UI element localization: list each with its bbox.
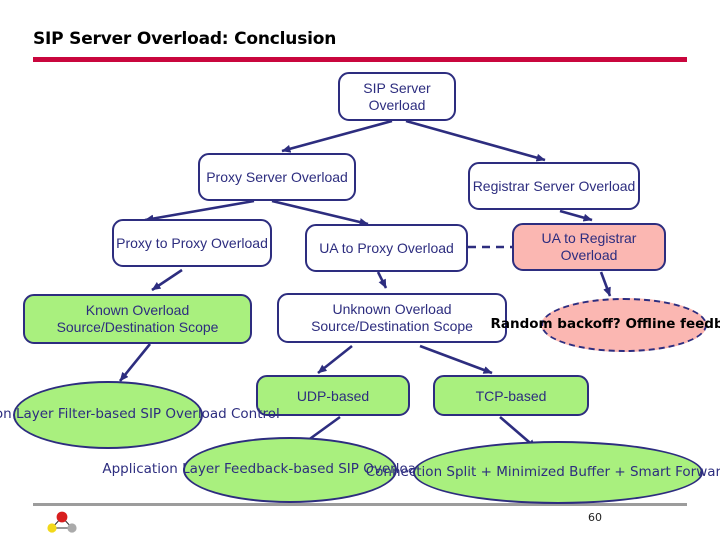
node-line-2: Overload xyxy=(578,177,636,194)
node-line-2: Source/Destination Scope xyxy=(56,319,219,335)
node-ua-to-registrar-overload[interactable]: UA to Registrar Overload xyxy=(512,223,666,271)
node-known-overload-scope[interactable]: Known Overload Source/Destination Scope xyxy=(23,294,252,344)
node-line-1: Proxy Server xyxy=(206,168,288,185)
node-udp-based[interactable]: UDP-based xyxy=(256,375,410,416)
node-line-1: Registrar Server xyxy=(472,177,575,194)
node-line-2: Overload xyxy=(397,239,454,256)
molecule-logo xyxy=(47,511,77,533)
node-label: UDP-based xyxy=(296,387,370,404)
footer-rule xyxy=(33,503,687,506)
node-filter-based-overload-control[interactable]: Application Layer Filter-based SIP Overl… xyxy=(0,381,280,449)
page-title: SIP Server Overload: Conclusion xyxy=(33,29,337,49)
node-line-2: Filter-based SIP xyxy=(57,406,162,423)
node-line-1: Unknown Overload xyxy=(332,301,452,318)
note-random-backoff-offline-feedback[interactable]: Random backoff? Offline feedback? xyxy=(490,298,720,352)
node-line-2: Overload xyxy=(368,96,426,113)
node-line-2: Overload xyxy=(211,234,268,251)
node-line-2: Overload xyxy=(291,168,348,185)
node-line-1: UA to Proxy xyxy=(319,239,394,256)
node-registrar-server-overload[interactable]: Registrar Server Overload xyxy=(468,162,640,210)
node-tcp-based[interactable]: TCP-based xyxy=(433,375,589,416)
node-line-2: Feedback-based SIP xyxy=(224,461,359,478)
node-proxy-to-proxy-overload[interactable]: Proxy to Proxy Overload xyxy=(112,219,272,267)
node-ua-to-proxy-overload[interactable]: UA to Proxy Overload xyxy=(305,224,468,272)
title-accent-rule xyxy=(33,57,687,62)
node-sip-server-overload[interactable]: SIP Server Overload xyxy=(338,72,456,121)
node-unknown-overload-scope[interactable]: Unknown Overload Source/Destination Scop… xyxy=(277,293,507,343)
node-line-1: Proxy to Proxy xyxy=(116,234,208,251)
node-label: TCP-based xyxy=(475,387,547,404)
node-line-1: UA to Registrar xyxy=(541,230,637,247)
node-line-1: Known Overload xyxy=(85,302,190,319)
node-feedback-based-overload-control[interactable]: Application Layer Feedback-based SIP Ove… xyxy=(102,437,478,503)
node-proxy-server-overload[interactable]: Proxy Server Overload xyxy=(198,153,356,201)
page-number: 60 xyxy=(588,511,602,524)
node-line-2: Overload xyxy=(560,247,618,263)
node-connection-split-smart-forwarding[interactable]: Connection Split + Minimized Buffer + Sm… xyxy=(366,441,720,504)
node-line-2: Source/Destination Scope xyxy=(311,318,473,334)
node-line-1: SIP Server xyxy=(363,79,431,96)
